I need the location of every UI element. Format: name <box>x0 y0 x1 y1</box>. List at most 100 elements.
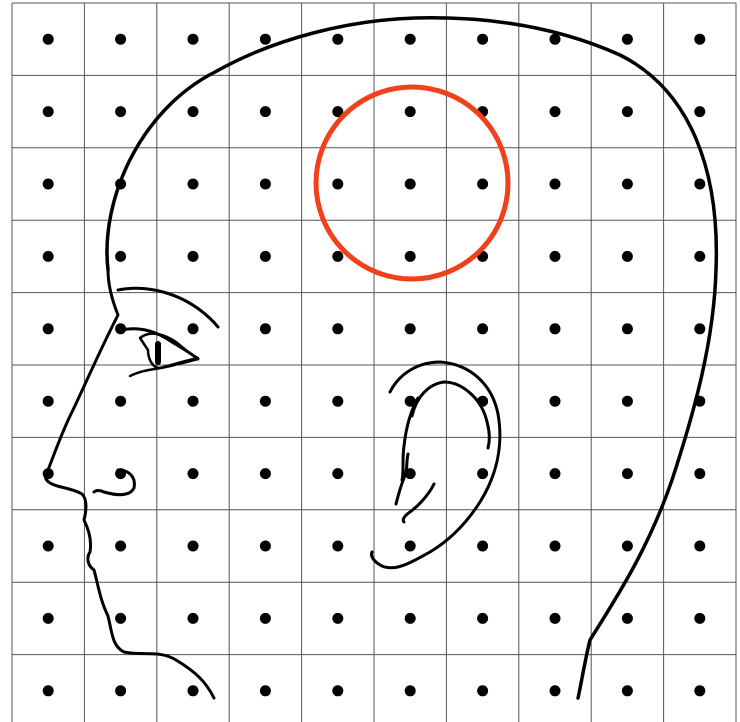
grid-dot <box>405 34 416 45</box>
grid-dot <box>694 613 705 624</box>
grid-dot <box>477 323 488 334</box>
grid-dot <box>550 468 561 479</box>
grid-dot <box>332 179 343 190</box>
grid-dot <box>550 613 561 624</box>
grid-dot <box>550 179 561 190</box>
grid-dot <box>694 34 705 45</box>
grid-dot <box>260 179 271 190</box>
grid-dot <box>694 323 705 334</box>
grid-dot <box>405 251 416 262</box>
grid-dot <box>477 468 488 479</box>
face-profile <box>45 270 214 698</box>
grid-dot <box>260 106 271 117</box>
grid-dot <box>43 179 54 190</box>
grid-dot <box>550 106 561 117</box>
grid-dot <box>405 541 416 552</box>
grid-dot <box>405 685 416 696</box>
grid-dot <box>622 541 633 552</box>
grid-dot <box>260 685 271 696</box>
grid-dot <box>405 106 416 117</box>
ear-inner-rim <box>412 382 489 448</box>
grid-dot <box>550 685 561 696</box>
grid-dot <box>115 541 126 552</box>
head-profile-drawing <box>45 18 716 698</box>
grid-dot <box>188 685 199 696</box>
grid-dot <box>622 613 633 624</box>
grid-dot <box>43 541 54 552</box>
grid-dot <box>332 613 343 624</box>
grid-dot <box>477 34 488 45</box>
grid-dot <box>115 251 126 262</box>
grid-dot <box>188 613 199 624</box>
grid-dot <box>115 106 126 117</box>
eyebrow <box>118 288 218 327</box>
grid-dot <box>188 541 199 552</box>
grid-dot <box>43 34 54 45</box>
grid-dot <box>43 106 54 117</box>
grid-dot <box>694 251 705 262</box>
grid-dot <box>332 468 343 479</box>
grid-dot <box>477 613 488 624</box>
grid-dot <box>188 179 199 190</box>
eye <box>140 334 198 368</box>
grid-dot <box>188 106 199 117</box>
grid-dot <box>188 468 199 479</box>
grid-dot <box>332 251 343 262</box>
grid-dot <box>188 251 199 262</box>
grid-dot <box>188 323 199 334</box>
ear-outer <box>371 362 499 568</box>
grid-dot <box>43 613 54 624</box>
grid-dot <box>622 685 633 696</box>
grid-dot <box>550 34 561 45</box>
grid-dot <box>694 179 705 190</box>
grid-dot <box>115 613 126 624</box>
lower-eyelid <box>130 359 198 376</box>
grid-dot <box>43 251 54 262</box>
grid-dot <box>332 323 343 334</box>
grid-dot <box>260 613 271 624</box>
grid-dot <box>188 34 199 45</box>
grid-dot <box>188 396 199 407</box>
grid-dot <box>405 323 416 334</box>
grid-dot <box>43 396 54 407</box>
nostril <box>94 470 134 495</box>
grid-dot <box>694 541 705 552</box>
grid-dot <box>260 34 271 45</box>
grid-dot <box>260 323 271 334</box>
grid-dot <box>332 396 343 407</box>
grid-dot <box>332 541 343 552</box>
grid-dot <box>550 541 561 552</box>
grid-dot <box>550 323 561 334</box>
grid-dot <box>694 468 705 479</box>
grid-dot <box>43 685 54 696</box>
grid-dot <box>115 685 126 696</box>
grid-dot <box>550 396 561 407</box>
grid-dot <box>622 106 633 117</box>
grid-dot <box>694 685 705 696</box>
grid-dot <box>622 179 633 190</box>
grid-dot <box>260 541 271 552</box>
grid-dot <box>405 179 416 190</box>
grid-dot <box>477 685 488 696</box>
grid-dot <box>332 34 343 45</box>
grid-dot <box>622 323 633 334</box>
grid-dot <box>622 396 633 407</box>
ear-lobe-fold <box>403 484 434 522</box>
grid-dot <box>260 396 271 407</box>
grid-dot <box>115 396 126 407</box>
grid-dot <box>43 323 54 334</box>
grid-dot <box>332 685 343 696</box>
grid-dot <box>622 468 633 479</box>
grid-dot <box>550 251 561 262</box>
ear-fold-upper <box>402 398 418 480</box>
grid-dot <box>622 251 633 262</box>
grid-dot <box>260 251 271 262</box>
grid-dot <box>694 106 705 117</box>
grid-dot <box>115 34 126 45</box>
grid-dot <box>260 468 271 479</box>
grid-dot <box>405 613 416 624</box>
grid-dot <box>477 541 488 552</box>
grid-dot <box>622 34 633 45</box>
